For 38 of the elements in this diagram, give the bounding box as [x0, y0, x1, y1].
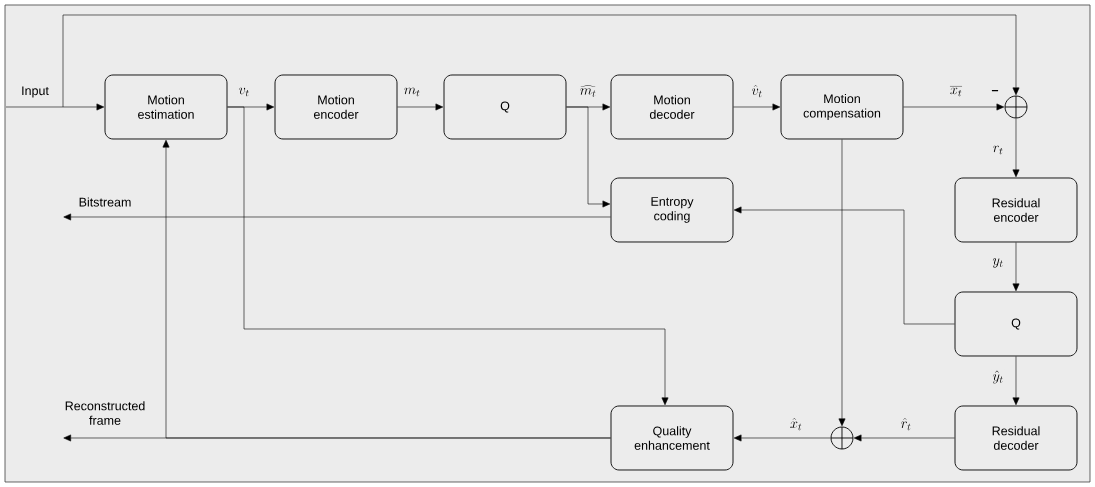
arrow [162, 139, 611, 439]
process-box: Motion encoder [274, 74, 398, 140]
arrow [733, 206, 955, 325]
arrow [1012, 242, 1020, 292]
arrow [733, 103, 781, 111]
arrow [838, 139, 846, 427]
process-box: Motion decoder [610, 74, 734, 140]
edge-label: Reconstructed frame [65, 401, 145, 425]
arrow [62, 14, 1020, 108]
arrow [903, 103, 1005, 111]
process-box: Residual encoder [954, 177, 1078, 243]
summing-junction [1004, 95, 1028, 119]
arrow [1012, 118, 1020, 178]
arrow [397, 103, 444, 111]
arrow [63, 213, 611, 221]
arrow [853, 434, 955, 442]
arrow [227, 106, 669, 406]
arrow [1012, 356, 1020, 406]
edge-label: Bitstream [79, 197, 131, 207]
minus-sign: – [991, 90, 999, 92]
process-box: Motion compensation [780, 74, 904, 140]
edge-label: $v_t$ [237, 86, 251, 98]
process-box: Quality enhancement [610, 405, 734, 471]
arrow [566, 106, 611, 208]
process-box: Residual decoder [954, 405, 1078, 471]
summing-junction [830, 426, 854, 450]
edge-label: $m_t$ [402, 86, 422, 98]
process-box: Motion estimation [104, 74, 228, 140]
edge-label: $\overline{x_t}$ [948, 84, 964, 98]
process-box: Q [443, 74, 567, 140]
edge-label: $y_t$ [991, 257, 1005, 269]
arrow [733, 434, 831, 442]
edge-label: $\hat{x}_t$ [788, 416, 804, 432]
edge-label: Input [22, 86, 49, 98]
edge-label: $r_t$ [991, 144, 1005, 156]
process-box: Q [954, 291, 1078, 357]
arrow [5, 103, 105, 111]
process-box: Entropy coding [610, 177, 734, 243]
